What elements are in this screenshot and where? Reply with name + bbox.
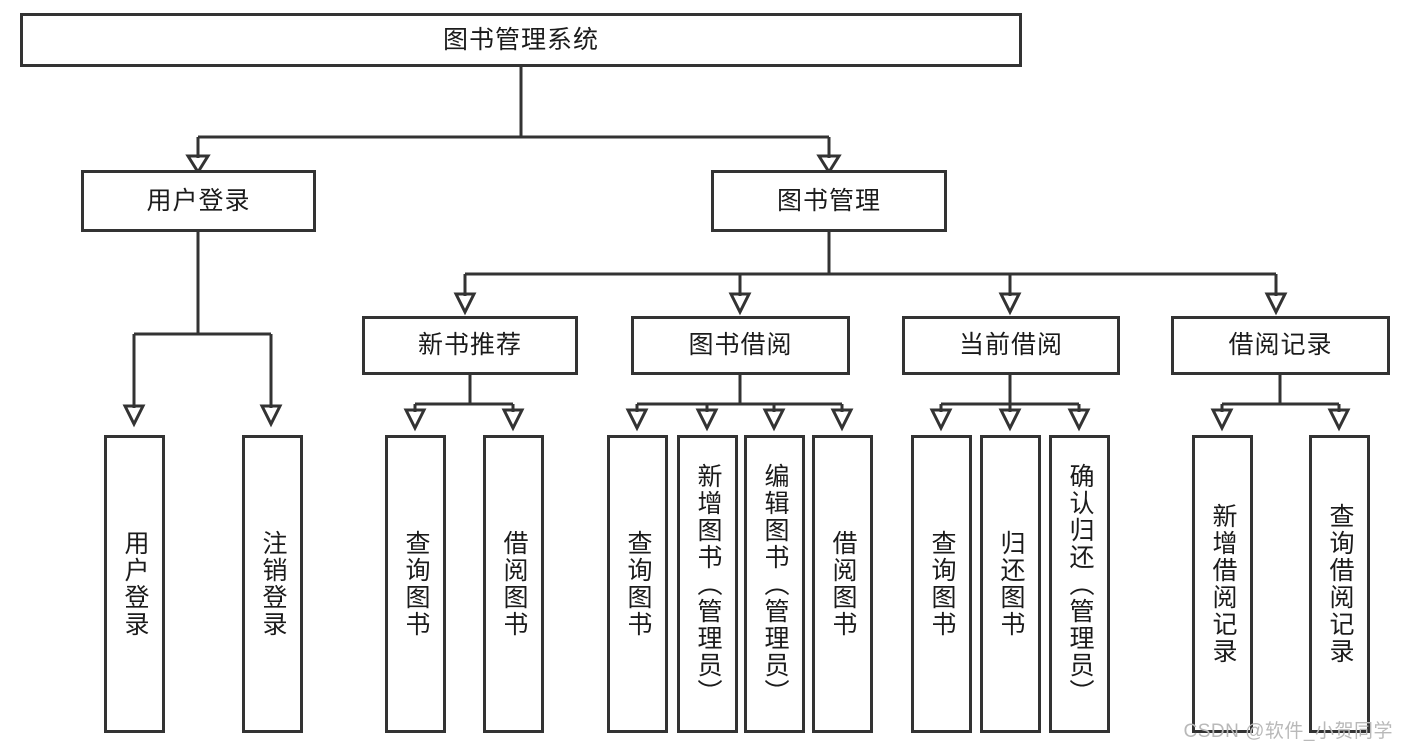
node-current-borrow[interactable]: 当前借阅 — [902, 316, 1120, 375]
leaf-borrow-record-query[interactable]: 查询借阅记录 — [1309, 435, 1370, 733]
arrowhead-current-borrow-leaf-3 — [1067, 408, 1091, 432]
leaf-book-borrow-add-label: 新增图书（管理员） — [694, 462, 722, 706]
arrowhead-book-borrow — [728, 292, 752, 316]
arrowhead-borrow-record — [1264, 292, 1288, 316]
leaf-current-borrow-return-label: 归还图书 — [997, 530, 1025, 638]
leaf-borrow-record-add-label: 新增借阅记录 — [1209, 503, 1237, 665]
arrowhead-new-book-leaf-2 — [501, 408, 525, 432]
arrowhead-borrow-record-leaf-2 — [1327, 408, 1351, 432]
arrowhead-user-login-leaf-2 — [259, 404, 283, 428]
node-root-system[interactable]: 图书管理系统 — [20, 13, 1022, 67]
arrowhead-borrow-record-leaf-1 — [1210, 408, 1234, 432]
leaf-current-borrow-return[interactable]: 归还图书 — [980, 435, 1041, 733]
node-new-book-recommend[interactable]: 新书推荐 — [362, 316, 578, 375]
leaf-book-borrow-borrow-label: 借阅图书 — [829, 530, 857, 638]
node-new-book-recommend-label: 新书推荐 — [417, 331, 522, 360]
leaf-borrow-record-add[interactable]: 新增借阅记录 — [1192, 435, 1253, 733]
leaf-book-borrow-edit-label: 编辑图书（管理员） — [761, 462, 789, 706]
node-book-borrow[interactable]: 图书借阅 — [631, 316, 850, 375]
leaf-new-book-query[interactable]: 查询图书 — [385, 435, 446, 733]
arrowhead-book-borrow-leaf-1 — [625, 408, 649, 432]
arrowhead-new-book-leaf-1 — [403, 408, 427, 432]
leaf-new-book-borrow[interactable]: 借阅图书 — [483, 435, 544, 733]
leaf-book-borrow-borrow[interactable]: 借阅图书 — [812, 435, 873, 733]
node-current-borrow-label: 当前借阅 — [958, 331, 1063, 360]
node-borrow-record-label: 借阅记录 — [1228, 331, 1333, 360]
leaf-book-borrow-edit[interactable]: 编辑图书（管理员） — [744, 435, 805, 733]
leaf-borrow-record-query-label: 查询借阅记录 — [1326, 503, 1354, 665]
leaf-user-login-logout-label: 注销登录 — [259, 530, 287, 638]
leaf-user-login-login[interactable]: 用户登录 — [104, 435, 165, 733]
node-user-login[interactable]: 用户登录 — [81, 170, 316, 232]
csdn-watermark: CSDN @软件_小贺同学 — [1183, 721, 1393, 742]
leaf-current-borrow-confirm-return-label: 确认归还（管理员） — [1066, 462, 1094, 706]
leaf-book-borrow-query-label: 查询图书 — [624, 530, 652, 638]
leaf-new-book-query-label: 查询图书 — [402, 530, 430, 638]
node-book-management[interactable]: 图书管理 — [711, 170, 947, 232]
leaf-user-login-login-label: 用户登录 — [121, 530, 149, 638]
arrowhead-current-borrow — [998, 292, 1022, 316]
node-root-system-label: 图书管理系统 — [442, 25, 599, 54]
leaf-book-borrow-add[interactable]: 新增图书（管理员） — [677, 435, 738, 733]
leaf-new-book-borrow-label: 借阅图书 — [500, 530, 528, 638]
leaf-book-borrow-query[interactable]: 查询图书 — [607, 435, 668, 733]
node-book-borrow-label: 图书借阅 — [688, 331, 793, 360]
arrowhead-book-borrow-leaf-4 — [830, 408, 854, 432]
node-user-login-label: 用户登录 — [146, 186, 251, 215]
arrowhead-current-borrow-leaf-2 — [998, 408, 1022, 432]
arrowhead-new-book — [453, 292, 477, 316]
leaf-current-borrow-query[interactable]: 查询图书 — [911, 435, 972, 733]
leaf-current-borrow-confirm-return[interactable]: 确认归还（管理员） — [1049, 435, 1110, 733]
arrowhead-user-login-leaf-1 — [122, 404, 146, 428]
node-book-management-label: 图书管理 — [776, 186, 881, 215]
arrowhead-current-borrow-leaf-1 — [929, 408, 953, 432]
arrowhead-book-borrow-leaf-2 — [695, 408, 719, 432]
arrowhead-book-borrow-leaf-3 — [762, 408, 786, 432]
leaf-current-borrow-query-label: 查询图书 — [928, 530, 956, 638]
node-borrow-record[interactable]: 借阅记录 — [1171, 316, 1390, 375]
leaf-user-login-logout[interactable]: 注销登录 — [242, 435, 303, 733]
